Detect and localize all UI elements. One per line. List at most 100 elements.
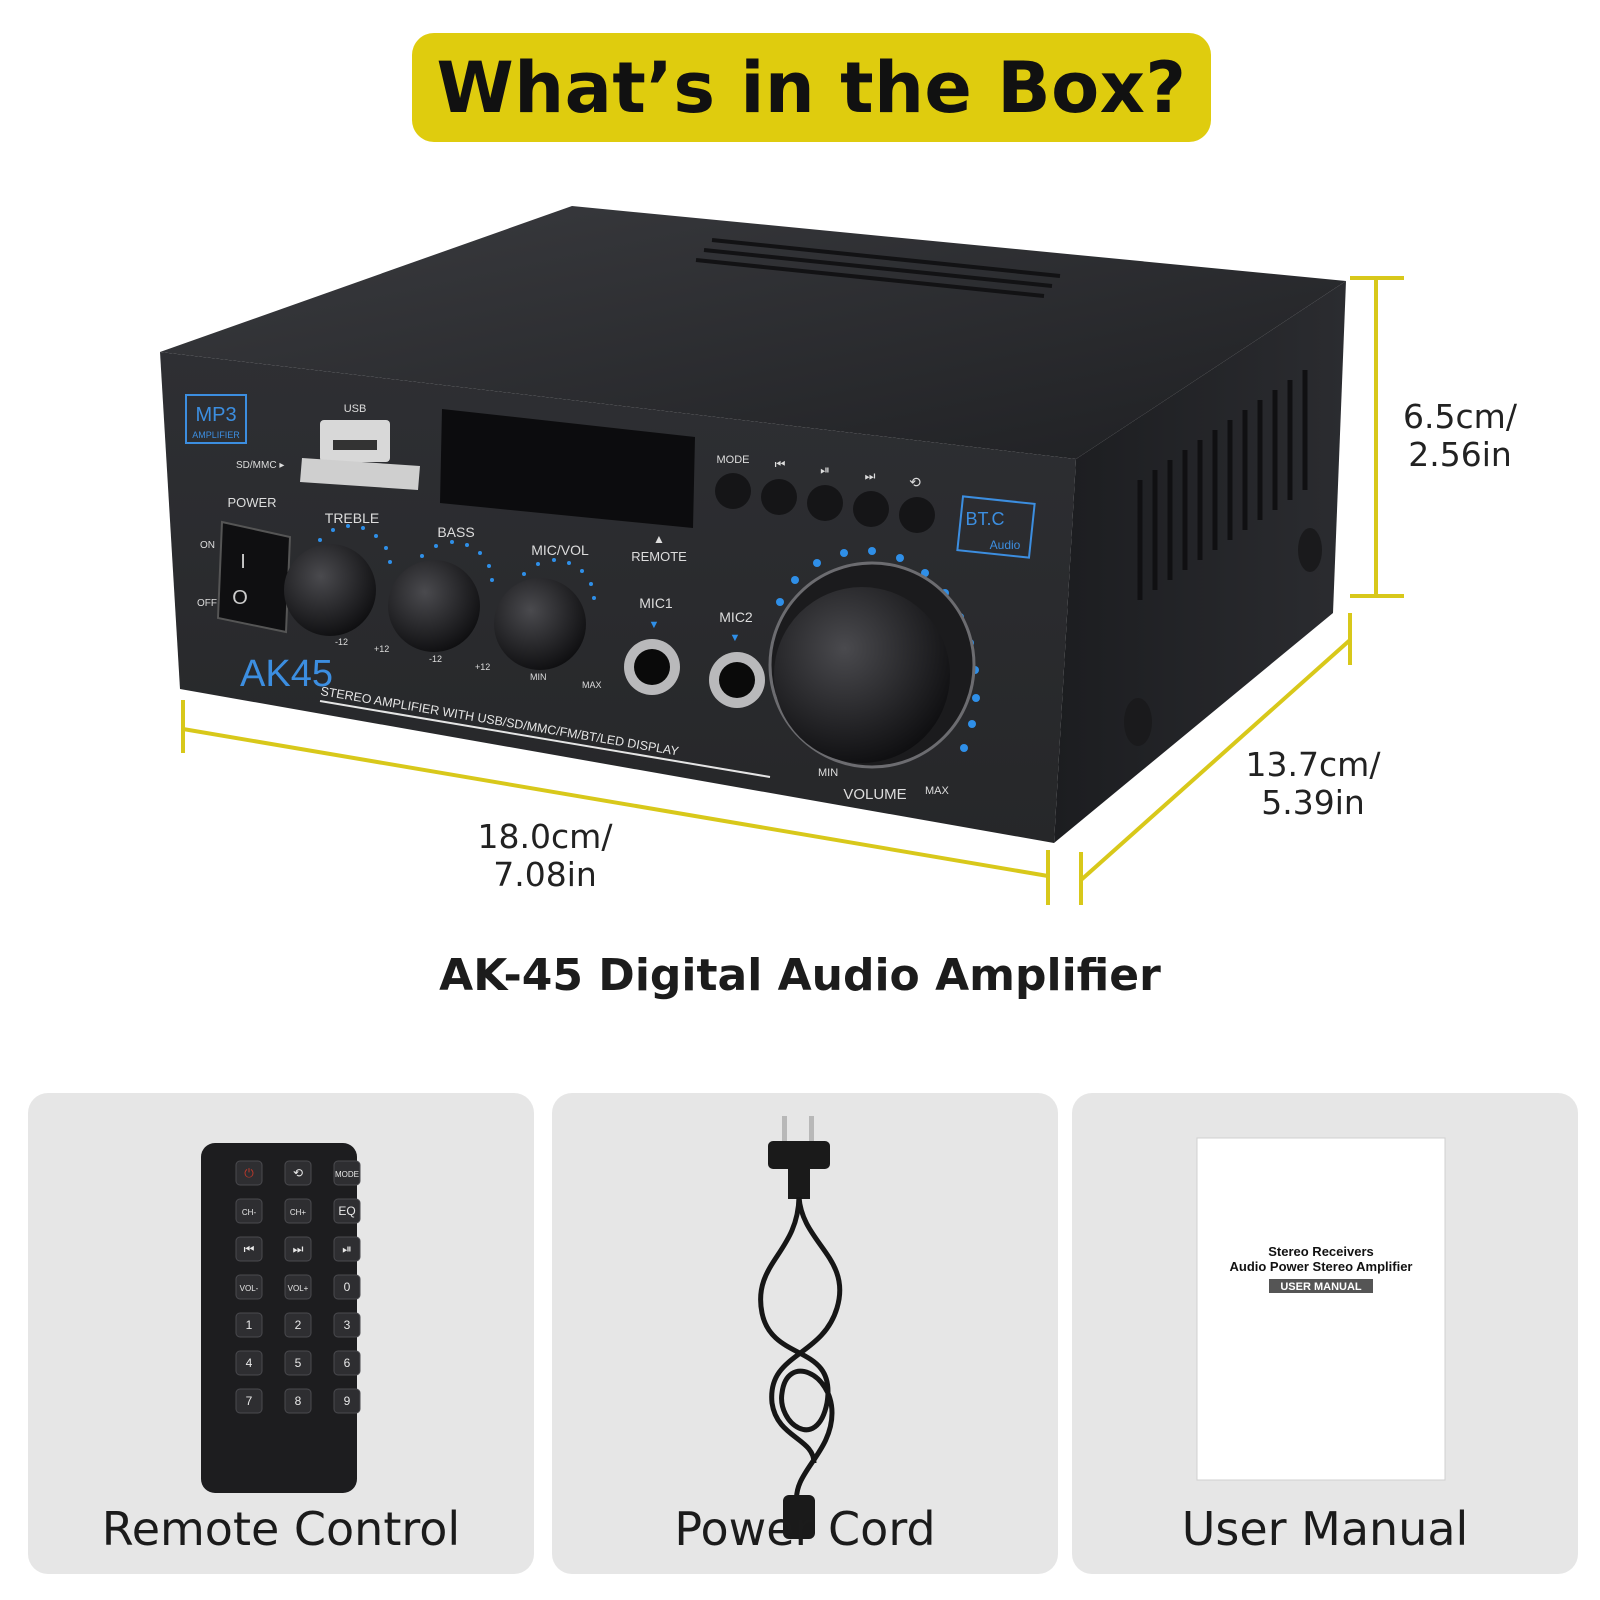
plug-prong-left bbox=[782, 1116, 787, 1142]
depth-dimension: 13.7cm/ 5.39in bbox=[1228, 746, 1398, 822]
remote-key bbox=[333, 1160, 361, 1186]
remote-key bbox=[333, 1350, 361, 1376]
item-card-user-manual: Stereo Receivers Audio Power Stereo Ampl… bbox=[1072, 1093, 1578, 1574]
height-cm: 6.5cm/ bbox=[1403, 397, 1517, 436]
volume-knob bbox=[774, 587, 950, 763]
repeat-icon: ⟲ bbox=[909, 474, 921, 490]
bt-badge-sub: Audio bbox=[990, 538, 1021, 552]
svg-text:O: O bbox=[232, 587, 248, 609]
remote-key-label: CH- bbox=[242, 1208, 257, 1217]
remote-key-label: 0 bbox=[344, 1280, 351, 1294]
remote-key-label: VOL- bbox=[240, 1284, 259, 1293]
volume-min-label: MIN bbox=[818, 767, 838, 779]
sd-label: SD/MMC ▸ bbox=[236, 460, 284, 471]
item-card-power-cord: Power Cord bbox=[552, 1093, 1058, 1574]
mp3-badge bbox=[185, 394, 247, 444]
prev-icon: ⏮ bbox=[775, 457, 786, 471]
product-caption: AK-45 Digital Audio Amplifier bbox=[439, 950, 1161, 1001]
remote-key bbox=[333, 1274, 361, 1300]
remote-key-label: 5 bbox=[295, 1356, 302, 1370]
play-pause-icon: ⏯ bbox=[820, 463, 830, 477]
remote-key bbox=[284, 1350, 312, 1376]
remote-key bbox=[235, 1312, 263, 1338]
page-title: What’s in the Box? bbox=[436, 46, 1187, 129]
remote-key-label: EQ bbox=[338, 1204, 355, 1218]
depth-cm: 13.7cm/ bbox=[1245, 745, 1381, 784]
power-label: POWER bbox=[227, 495, 276, 510]
remote-key bbox=[235, 1236, 263, 1262]
remote-key-label: 6 bbox=[344, 1356, 351, 1370]
remote-key-label: 4 bbox=[246, 1356, 253, 1370]
mic1-label: MIC1 bbox=[639, 595, 673, 611]
remote-key bbox=[333, 1198, 361, 1224]
knob-indicator-dots bbox=[318, 524, 596, 600]
width-dimension: 18.0cm/ 7.08in bbox=[460, 818, 630, 894]
mic2-label: MIC2 bbox=[719, 609, 753, 625]
remote-key bbox=[333, 1388, 361, 1414]
remote-key bbox=[333, 1312, 361, 1338]
usb-label: USB bbox=[344, 403, 367, 415]
bt-badge bbox=[956, 495, 1036, 559]
volume-label: VOLUME bbox=[843, 786, 906, 803]
manual-line-1: Stereo Receivers bbox=[1268, 1244, 1374, 1259]
remote-key-label: CH+ bbox=[290, 1208, 307, 1217]
micvol-max-label: MAX bbox=[582, 680, 602, 690]
amplifier-illustration: MP3 AMPLIFIER USB SD/MMC ▸ MODE ⏮ ⏯ ⏭ ⟲ … bbox=[0, 180, 1600, 920]
on-label: ON bbox=[200, 540, 215, 551]
micvol-min-label: MIN bbox=[530, 672, 547, 682]
remote-key bbox=[235, 1274, 263, 1300]
mic-jacks bbox=[624, 639, 765, 708]
plug-head bbox=[768, 1141, 830, 1169]
volume-max-label: MAX bbox=[925, 785, 950, 797]
treble-max-label: +12 bbox=[374, 644, 389, 654]
remote-key-label: VOL+ bbox=[288, 1284, 309, 1293]
remote-label: REMOTE bbox=[631, 549, 687, 564]
treble-label: TREBLE bbox=[325, 510, 379, 526]
mode-label: MODE bbox=[717, 454, 750, 466]
remote-key bbox=[235, 1350, 263, 1376]
bass-max-label: +12 bbox=[475, 662, 490, 672]
plug-prong-right bbox=[809, 1116, 814, 1142]
remote-sensor-icon: ▲ bbox=[653, 532, 665, 546]
svg-text:▼: ▼ bbox=[649, 619, 660, 631]
bt-badge-text: BT.C bbox=[965, 509, 1004, 529]
svg-text:I: I bbox=[240, 551, 246, 573]
depth-in: 5.39in bbox=[1261, 783, 1365, 822]
dimension-lines bbox=[181, 276, 1404, 905]
item-label-remote: Remote Control bbox=[101, 1502, 461, 1556]
model-label: AK45 bbox=[240, 653, 333, 695]
remote-key-label: 7 bbox=[246, 1394, 253, 1408]
amplifier-svg: MP3 AMPLIFIER USB SD/MMC ▸ MODE ⏮ ⏯ ⏭ ⟲ … bbox=[160, 206, 1404, 905]
manual-line-3: USER MANUAL bbox=[1280, 1281, 1362, 1293]
width-cm: 18.0cm/ bbox=[477, 817, 613, 856]
cord-cable bbox=[758, 1196, 835, 1504]
side-vents bbox=[1137, 370, 1308, 600]
remote-key-label: ⏻ bbox=[244, 1166, 254, 1180]
manual-badge bbox=[1269, 1279, 1373, 1293]
remote-key bbox=[284, 1236, 312, 1262]
remote-key-label: 2 bbox=[295, 1318, 302, 1332]
remote-key-label: ⏯ bbox=[342, 1242, 352, 1256]
remote-key-label: ⏮ bbox=[244, 1242, 255, 1256]
remote-key-label: 8 bbox=[295, 1394, 302, 1408]
remote-key bbox=[333, 1236, 361, 1262]
title-banner: What’s in the Box? bbox=[412, 33, 1211, 142]
remote-key bbox=[235, 1198, 263, 1224]
bass-label: BASS bbox=[437, 524, 474, 540]
cord-connector bbox=[783, 1495, 815, 1539]
remote-key bbox=[235, 1388, 263, 1414]
remote-key bbox=[284, 1160, 312, 1186]
manual-line-2: Audio Power Stereo Amplifier bbox=[1230, 1259, 1413, 1274]
micvol-label: MIC/VOL bbox=[531, 542, 589, 558]
remote-key bbox=[284, 1198, 312, 1224]
led-display bbox=[440, 409, 695, 528]
tone-knobs bbox=[284, 544, 586, 670]
treble-min-label: -12 bbox=[335, 637, 348, 647]
power-switch bbox=[216, 520, 292, 634]
transport-buttons bbox=[715, 473, 935, 533]
remote-key bbox=[235, 1160, 263, 1186]
height-in: 2.56in bbox=[1408, 435, 1512, 474]
top-vents bbox=[695, 238, 1061, 298]
